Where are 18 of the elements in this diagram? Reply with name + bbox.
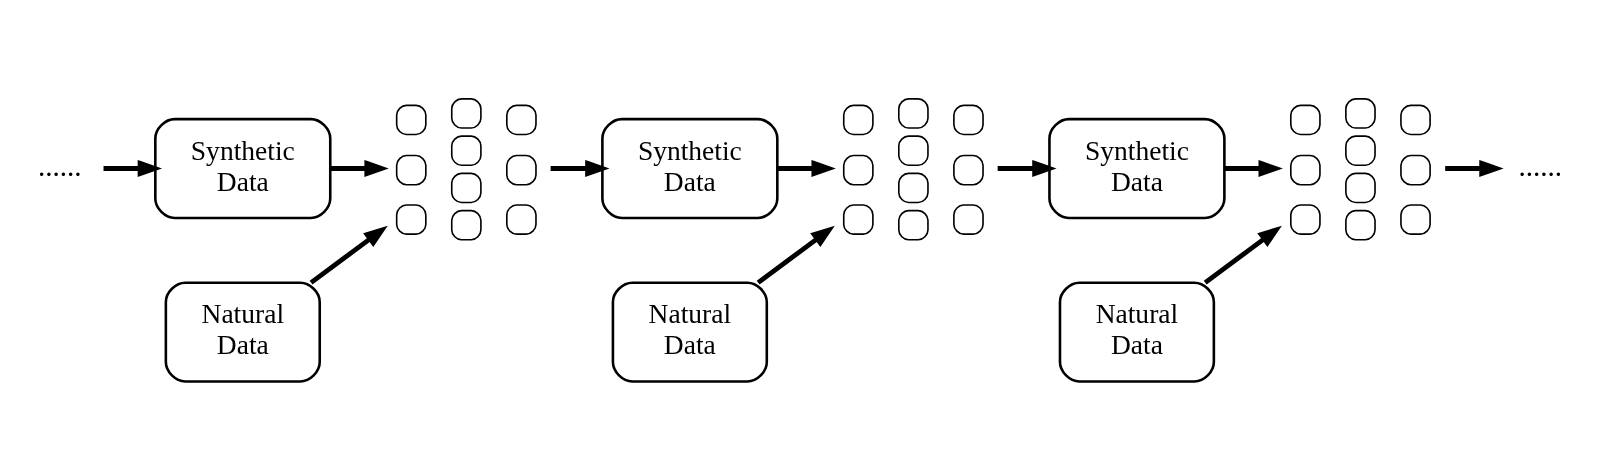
node-box: Synthetic Data: [154, 117, 332, 219]
node-box: Synthetic Data: [1048, 117, 1226, 219]
arrow: [550, 159, 610, 177]
arrow: [1203, 225, 1282, 285]
arrow: [997, 159, 1057, 177]
arrow: [777, 159, 836, 177]
node-text: ......: [37, 149, 82, 182]
arrow: [309, 225, 388, 285]
node-box: Natural Data: [611, 280, 769, 383]
node-box: Natural Data: [1058, 280, 1216, 383]
arrow: [1445, 159, 1504, 177]
node-box: Synthetic Data: [601, 117, 779, 219]
node-box: Natural Data: [164, 280, 322, 383]
arrow: [756, 225, 835, 285]
arrow: [330, 159, 389, 177]
arrow: [1224, 159, 1283, 177]
node-text: ......: [1518, 149, 1563, 182]
arrow: [103, 159, 163, 177]
